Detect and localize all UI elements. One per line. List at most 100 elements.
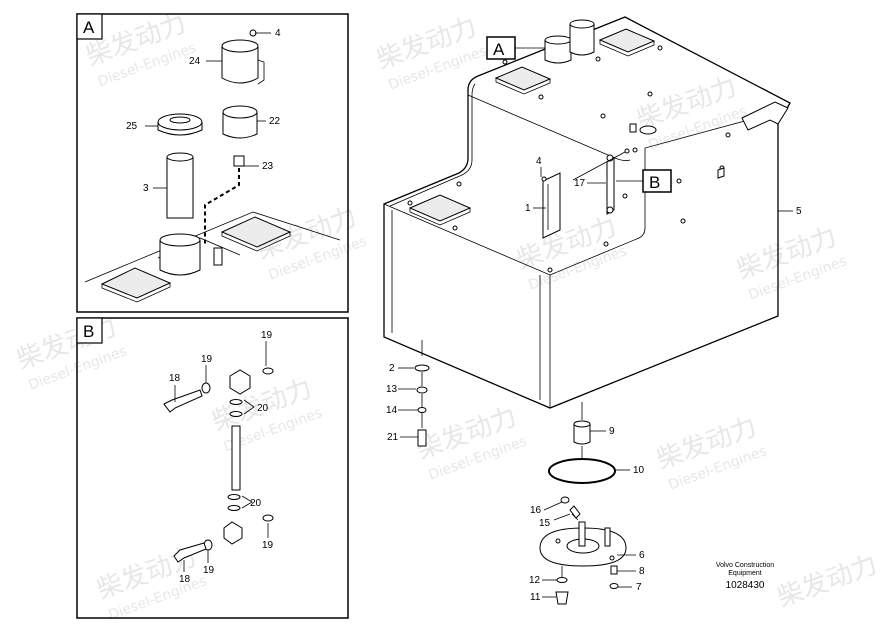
bolt-head [657, 45, 663, 51]
seal-ring [416, 386, 428, 394]
sealing-ring [229, 411, 243, 417]
bolt-head [632, 147, 638, 153]
callout-19: 19 [201, 354, 213, 365]
washer [609, 583, 619, 589]
level-tube [166, 157, 194, 219]
tank-upper-edge [467, 94, 631, 162]
callout-8: 8 [639, 566, 645, 577]
callout-18: 18 [169, 373, 181, 384]
o-ring-large [548, 458, 616, 484]
callout-20: 20 [250, 498, 262, 509]
callout-17: 17 [574, 178, 586, 189]
bolt-head [725, 132, 731, 138]
sight-rod [231, 425, 241, 491]
detail-ref-a: A [493, 40, 505, 59]
banjo-bolt [173, 542, 207, 563]
washer [414, 364, 430, 372]
o-ring [201, 382, 211, 394]
callout-10: 10 [633, 465, 645, 476]
level-tube-top [166, 152, 194, 162]
callout-16: 16 [530, 505, 542, 516]
breather [569, 24, 595, 56]
seal-washer [556, 577, 568, 583]
detail-b-label: B [83, 322, 94, 341]
callout-13: 13 [386, 384, 398, 395]
o-ring [262, 514, 274, 522]
access-hatch-side [409, 208, 471, 226]
leader-line [243, 399, 255, 415]
bolt-hole [609, 555, 615, 561]
company-name-line1: Volvo Construction [716, 562, 774, 569]
callout-14: 14 [386, 405, 398, 416]
detail-a-label: A [83, 18, 95, 37]
o-ring [417, 407, 427, 413]
bolt-head [647, 91, 653, 97]
tank-step-edge [383, 111, 779, 276]
document-number: 1028430 [726, 580, 765, 591]
sight-glass-guard [542, 172, 561, 239]
callout-21: 21 [387, 432, 399, 443]
upper-rod-end [229, 369, 251, 395]
callout-25: 25 [126, 121, 138, 132]
banjo-bolt [163, 389, 203, 413]
detail-b-panel: B 19 19 18 20 20 18 19 19 [76, 317, 349, 619]
hatch-cover [100, 267, 172, 299]
detail-a-label-box [76, 13, 103, 40]
sealing-ring [229, 399, 243, 405]
sealing-ring [227, 505, 241, 511]
leader-line [543, 501, 563, 511]
breather-top [221, 39, 259, 53]
bolt [610, 565, 618, 575]
callout-20: 20 [257, 403, 269, 414]
sender-housing [159, 240, 201, 276]
drain-plug [555, 591, 569, 605]
bolt-head [676, 178, 682, 184]
filler-cap-knob [169, 116, 191, 124]
callout-19: 19 [203, 565, 215, 576]
detail-a-frame [76, 13, 349, 313]
suction-fitting-top [573, 420, 591, 428]
callout-9: 9 [609, 426, 615, 437]
callout-19: 19 [262, 540, 274, 551]
filter-element [222, 112, 258, 139]
indicator-fitting [606, 206, 614, 214]
callout-3: 3 [143, 183, 149, 194]
detail-a-tank-edge [84, 211, 341, 283]
callout-5: 5 [796, 206, 802, 217]
indicator-line [572, 151, 626, 181]
bolt-head [622, 193, 628, 199]
detail-ref-b: B [649, 173, 660, 192]
callout-23: 23 [262, 161, 274, 172]
port-fitting [639, 125, 657, 135]
filter-element-top [222, 105, 258, 119]
sealing-ring [227, 494, 241, 500]
cover-pipe [578, 521, 586, 547]
pipe-stub [213, 247, 223, 266]
leader-line [241, 495, 253, 509]
fasteners [407, 45, 731, 273]
bolt-head [547, 267, 553, 273]
bolt-head [502, 59, 508, 65]
bolt-head [407, 200, 413, 206]
hatch-cover-side [221, 232, 291, 252]
screw [569, 505, 581, 519]
access-hatch-side [495, 78, 551, 95]
bolt-head [538, 94, 544, 100]
bolt-head [595, 56, 601, 62]
hatch-cover-side [101, 283, 171, 303]
callout-4: 4 [536, 156, 542, 167]
breather-bracket [257, 59, 265, 85]
callout-1: 1 [525, 203, 531, 214]
bolt-head [541, 176, 547, 182]
access-hatch-side [599, 40, 655, 57]
cover-pipe [604, 527, 611, 547]
port-stub [629, 123, 637, 133]
hydraulic-tank-view: A B [383, 16, 802, 605]
bolt-head [600, 113, 606, 119]
access-hatch [408, 194, 472, 222]
detail-a-panel: A [76, 13, 349, 313]
bolt-head [456, 181, 462, 187]
company-name-line2: Equipment [728, 570, 762, 577]
plug [717, 167, 725, 179]
